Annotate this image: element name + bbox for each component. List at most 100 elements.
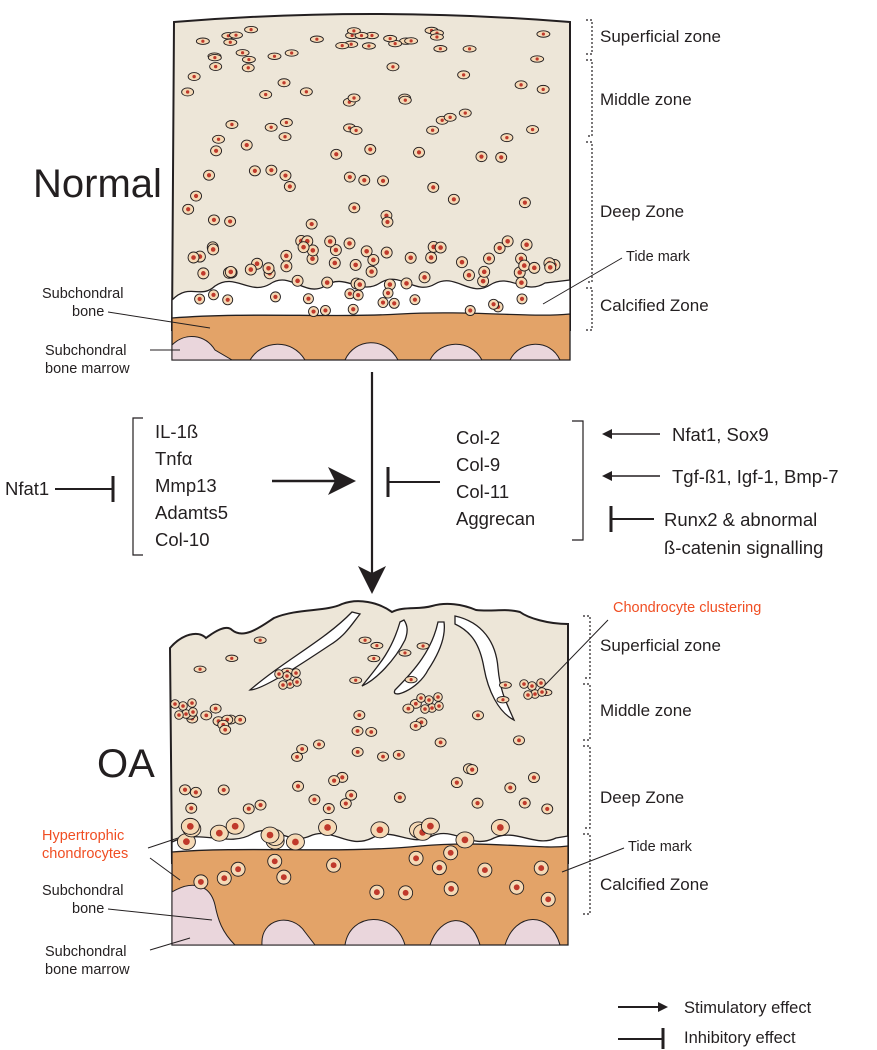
chondrocyte-nucleus	[467, 273, 472, 278]
chondrocyte-flat-nucleus	[389, 37, 392, 40]
chondrocyte-nucleus	[296, 784, 300, 788]
chondrocyte-nucleus	[222, 788, 226, 792]
hypertrophic-chondrocyte-nucleus	[187, 823, 194, 830]
chondrocyte-nucleus	[194, 194, 198, 198]
chondrocyte-nucleus	[381, 755, 385, 759]
chondrocyte-flat-nucleus	[504, 683, 507, 686]
chondrocyte-nucleus	[356, 293, 360, 297]
factor-adamts5: Adamts5	[155, 502, 228, 523]
chondrocyte-cluster-cell-nucleus	[281, 683, 285, 687]
chondrocyte-nucleus	[269, 168, 273, 172]
legend: Stimulatory effect Inhibitory effect	[618, 999, 812, 1049]
chondrocyte-nucleus	[470, 767, 474, 771]
hypertrophic-label-2: chondrocytes	[42, 846, 128, 862]
chondrocyte-nucleus	[214, 149, 218, 153]
chondrocyte-flat-nucleus	[315, 38, 318, 41]
chondrocyte-nucleus	[386, 291, 390, 295]
oa-marrow-label-1: Subchondral	[45, 944, 126, 960]
chondrocyte-nucleus	[414, 702, 418, 706]
chondrocyte-nucleus	[369, 730, 373, 734]
hypertrophic-chondrocyte-nucleus	[482, 867, 488, 873]
chondrocyte-flat-nucleus	[350, 43, 353, 46]
chondrocyte-nucleus	[468, 308, 472, 312]
oa-subchondral-label-1: Subchondral	[42, 883, 123, 899]
chondrocyte-nucleus	[194, 790, 198, 794]
chondrocyte-nucleus	[397, 753, 401, 757]
chondrocyte-nucleus	[487, 256, 492, 261]
chondrocyte-nucleus	[347, 241, 352, 246]
chondrocyte-flat-nucleus	[198, 668, 201, 671]
chondrocyte-flat-nucleus	[542, 32, 545, 35]
chondrocyte-flat-nucleus	[290, 51, 293, 54]
chondrocyte-nucleus	[368, 147, 372, 151]
chondrocyte-nucleus	[505, 136, 508, 139]
chondrocyte-nucleus	[204, 714, 208, 718]
chondrocyte-nucleus	[317, 743, 321, 747]
chondrocyte-nucleus	[352, 206, 356, 210]
chondrocyte-cluster-cell-nucleus	[288, 682, 292, 686]
chondrocyte-nucleus	[214, 707, 218, 711]
chondrocyte-nucleus	[201, 271, 206, 276]
chondrocyte-flat-nucleus	[352, 29, 355, 32]
chondrocyte-flat-nucleus	[421, 644, 424, 647]
hypertrophic-chondrocyte-nucleus	[427, 823, 434, 830]
catabolic-factor-list: IL-1ß Tnfα Mmp13 Adamts5 Col-10	[155, 421, 228, 550]
chondrocyte-nucleus	[266, 266, 271, 271]
chondrocyte-nucleus	[482, 270, 487, 275]
chondrocyte-nucleus	[352, 96, 355, 99]
chondrocyte-flat-nucleus	[363, 639, 366, 642]
hypertrophic-chondrocyte-nucleus	[281, 874, 287, 880]
chondrocyte-flat-nucleus	[403, 651, 406, 654]
legend-stimulatory-label: Stimulatory effect	[684, 999, 812, 1017]
chondrocyte-flat-nucleus	[439, 47, 442, 50]
chondrocyte-nucleus	[517, 270, 522, 275]
chondrocyte-nucleus	[545, 807, 549, 811]
chondrocyte-nucleus	[519, 280, 524, 285]
chondrocyte-cluster-cell-nucleus	[181, 704, 185, 708]
chondrocyte-nucleus	[284, 264, 289, 269]
input-catenin: ß-catenin signalling	[664, 537, 823, 558]
chondrocyte-nucleus	[392, 301, 396, 305]
chondrocyte-flat-nucleus	[410, 39, 413, 42]
chondrocyte-nucleus	[323, 308, 327, 312]
chondrocyte-nucleus	[305, 90, 308, 93]
normal-zone-brackets	[586, 20, 592, 330]
chondrocyte-cluster-cell-nucleus	[526, 693, 530, 697]
chondrocyte-nucleus	[448, 116, 451, 119]
hypertrophic-chondrocyte-nucleus	[448, 850, 454, 856]
chondrocyte-nucleus	[497, 246, 502, 251]
factor-il1b: IL-1ß	[155, 421, 198, 442]
chondrocyte-flat-nucleus	[354, 679, 357, 682]
chondrocyte-flat-nucleus	[536, 57, 539, 60]
chondrocyte-nucleus	[207, 173, 211, 177]
normal-title: Normal	[33, 162, 162, 206]
chondrocyte-cluster-cell-nucleus	[530, 684, 534, 688]
chondrocyte-nucleus	[301, 245, 306, 250]
chondrocyte-cluster-cell-nucleus	[522, 682, 526, 686]
hypertrophic-chondrocyte-nucleus	[331, 862, 337, 868]
chondrocyte-flat-nucleus	[247, 58, 250, 61]
chondrocyte-nucleus	[452, 197, 456, 201]
chondrocyte-nucleus	[357, 713, 361, 717]
chondrocyte-nucleus	[211, 293, 215, 297]
chondrocyte-nucleus	[186, 207, 190, 211]
chondrocyte-nucleus	[334, 248, 339, 253]
input-runx2: Runx2 & abnormal	[664, 509, 817, 530]
chondrocyte-nucleus	[460, 260, 465, 265]
chondrocyte-nucleus	[288, 184, 292, 188]
chondrocyte-nucleus	[384, 250, 389, 255]
chondrocyte-clustering-label: Chondrocyte clustering	[613, 600, 761, 616]
normal-zone-middle: Middle zone	[600, 90, 692, 109]
chondrocyte-cluster-cell-nucleus	[285, 674, 289, 678]
chondrocyte-nucleus	[381, 300, 385, 304]
hypertrophic-chondrocyte-nucleus	[221, 875, 227, 881]
chondrocyte-nucleus	[431, 185, 435, 189]
chondrocyte-nucleus	[479, 155, 483, 159]
oa-zone-brackets	[583, 616, 590, 914]
chondrocyte-nucleus	[414, 724, 418, 728]
chondrocyte-nucleus	[253, 169, 257, 173]
chondrocyte-nucleus	[455, 780, 459, 784]
chondrocyte-nucleus	[340, 775, 344, 779]
chondrocyte-flat-nucleus	[241, 51, 244, 54]
